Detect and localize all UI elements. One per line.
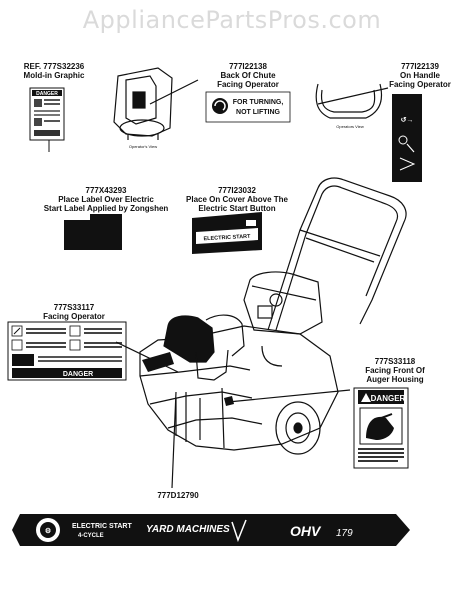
callout-777i22138: 777I22138 Back Of Chute Facing Operator (198, 62, 298, 89)
part-description: Auger Housing (366, 375, 424, 384)
handle-view-caption: Operators View (336, 124, 364, 129)
svg-text:↺→: ↺→ (401, 117, 414, 124)
turning-line-1: FOR TURNING, (233, 99, 284, 106)
decal-mold-in-graphic: DANGER (29, 87, 65, 152)
housing-label-spot (224, 396, 234, 406)
chute-view-caption: Operator's View (129, 144, 157, 149)
decal-danger-auger: DANGER (353, 387, 409, 469)
part-description: Mold-in Graphic (23, 71, 85, 80)
danger-text: DANGER (36, 91, 58, 97)
decal-electric-start: ELECTRIC START (192, 212, 262, 254)
callout-777i23032: 777I23032 Place On Cover Above The Elect… (172, 186, 302, 213)
part-description: Place Label Over Electric (58, 195, 154, 204)
part-description: Facing Front Of (365, 366, 425, 375)
decal-handle-strip: ↺→ (392, 94, 422, 182)
callout-777s33117: 777S33117 Facing Operator (24, 303, 124, 321)
part-number: 777I22138 (229, 62, 267, 71)
auger-label-spot (142, 352, 174, 372)
decal-banner: ⚙ ELECTRIC START 4-CYCLE YARD MACHINES O… (12, 514, 410, 546)
part-number: 777S33117 (53, 303, 95, 312)
turning-line-2: NOT LIFTING (236, 109, 280, 116)
callout-777i22139: 777I22139 On Handle Facing Operator (378, 62, 462, 89)
danger-text: DANGER (63, 371, 93, 378)
callout-777d12790: 777D12790 (138, 491, 218, 500)
part-number: 777X43293 (85, 186, 127, 195)
callout-ref-777s32236: REF. 777S32236 Mold-in Graphic (14, 62, 94, 80)
handle-illustration (315, 83, 389, 119)
svg-text:⚙: ⚙ (45, 527, 51, 535)
part-description: Place On Cover Above The (186, 195, 288, 204)
part-description: Facing Operator (217, 80, 279, 89)
banner-4-cycle: 4-CYCLE (78, 533, 104, 539)
banner-electric-start: ELECTRIC START (72, 523, 132, 530)
decal-facing-operator: DANGER (7, 321, 127, 381)
part-number: 777D12790 (157, 491, 199, 500)
part-description: Back Of Chute (220, 71, 276, 80)
part-description: On Handle (399, 71, 440, 80)
part-description: Facing Operator (43, 312, 105, 321)
part-description: Start Label Applied by Zongshen (43, 204, 169, 213)
decal-electric-start-cover (64, 214, 122, 250)
snowblower-illustration (115, 177, 407, 489)
danger-text: DANGER (371, 394, 406, 403)
part-description: Facing Operator (389, 80, 451, 89)
banner-brand: YARD MACHINES (146, 524, 230, 535)
callout-777s33118: 777S33118 Facing Front Of Auger Housing (350, 357, 440, 384)
banner-ohv: OHV (290, 523, 322, 539)
callout-777x43293: 777X43293 Place Label Over Electric Star… (38, 186, 174, 213)
banner-cc: 179 (336, 528, 353, 539)
part-number: 777I23032 (218, 186, 256, 195)
part-number: REF. 777S32236 (23, 62, 85, 71)
part-description: Electric Start Button (198, 204, 276, 213)
electric-start-text: ELECTRIC START (203, 234, 251, 242)
watermark: AppliancePartsPros.com (82, 6, 382, 34)
chute-illustration (113, 67, 199, 140)
part-number: 777I22139 (401, 62, 439, 71)
decal-for-turning: FOR TURNING, NOT LIFTING (205, 91, 291, 123)
part-number: 777S33118 (374, 357, 416, 366)
